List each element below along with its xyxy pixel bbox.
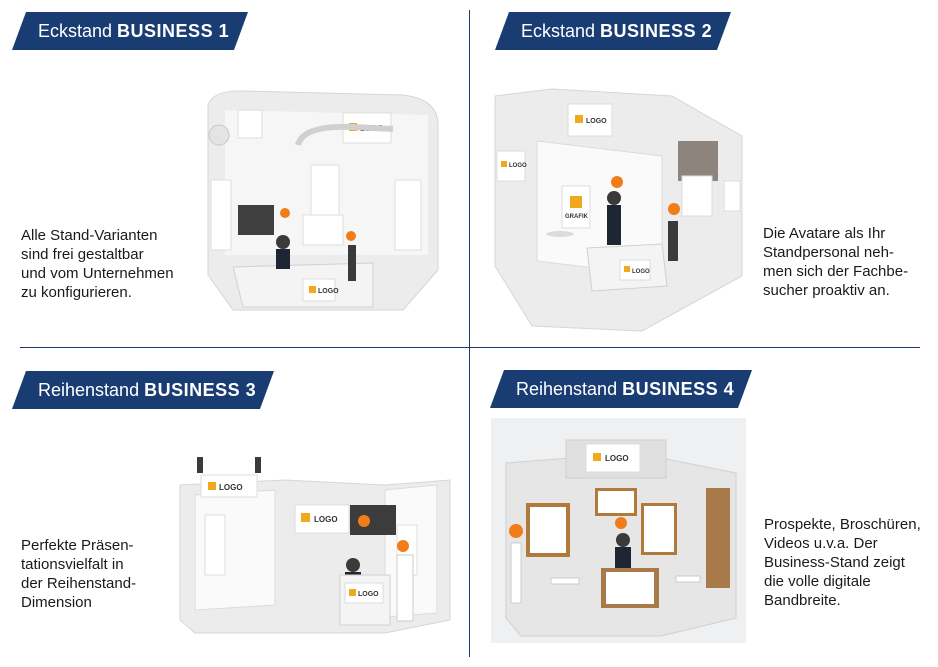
- banner-name: BUSINESS 3: [144, 379, 257, 400]
- booth-image-business-4: LOGO: [491, 418, 746, 643]
- description-line: Prospekte, Broschüren,: [764, 516, 921, 533]
- banner-prefix: Reihenstand: [516, 378, 618, 399]
- description-line: zu konfigurieren.: [21, 284, 132, 301]
- description-business-3: Perfekte Präsen- tationsvielfalt in der …: [21, 536, 136, 612]
- banner-business-2: Eckstand BUSINESS 2: [495, 12, 731, 50]
- banner-prefix: Reihenstand: [38, 379, 140, 400]
- banner-prefix: Eckstand: [521, 20, 596, 41]
- booth-logo-text: LOGO: [318, 288, 339, 295]
- description-line: men sich der Fachbe-: [763, 263, 909, 280]
- booth-logo-text: LOGO: [314, 515, 338, 524]
- booth-image-business-2: LOGO LOGO GRAFIK LOGO: [492, 86, 750, 336]
- banner-name: BUSINESS 4: [622, 378, 735, 399]
- booth-logo-text: LOGO: [605, 454, 629, 463]
- booth-logo-text: LOGO: [219, 483, 243, 492]
- description-line: Bandbreite.: [764, 592, 841, 609]
- description-business-2: Die Avatare als Ihr Standpersonal neh- m…: [763, 224, 908, 300]
- description-business-4: Prospekte, Broschüren, Videos u.v.a. Der…: [764, 515, 921, 610]
- description-line: Perfekte Präsen-: [21, 537, 134, 554]
- booth-logo-text: LOGO: [632, 269, 650, 275]
- booth-logo-text: LOGO: [509, 163, 527, 169]
- description-line: tationsvielfalt in: [21, 556, 124, 573]
- description-line: sucher proaktiv an.: [763, 282, 890, 299]
- booth-grafik-text: GRAFIK: [565, 214, 589, 220]
- description-line: Dimension: [21, 594, 92, 611]
- description-line: Business-Stand zeigt: [764, 554, 905, 571]
- description-line: Standpersonal neh-: [763, 244, 894, 261]
- banner-name: BUSINESS 2: [600, 20, 713, 41]
- banner-business-4: Reihenstand BUSINESS 4: [490, 370, 752, 408]
- booth-image-business-1: LOGO LOGO: [203, 85, 448, 325]
- vertical-divider: [469, 10, 470, 657]
- banner-business-3: Reihenstand BUSINESS 3: [12, 371, 274, 409]
- description-line: der Reihenstand-: [21, 575, 137, 592]
- description-line: Die Avatare als Ihr: [763, 225, 886, 242]
- description-business-1: Alle Stand-Varianten sind frei gestaltba…: [21, 226, 174, 302]
- description-line: sind frei gestaltbar: [21, 246, 144, 263]
- booth-logo-text: LOGO: [586, 118, 607, 125]
- description-line: Videos u.v.a. Der: [764, 535, 878, 552]
- horizontal-divider: [20, 347, 920, 348]
- description-line: die volle digitale: [764, 573, 871, 590]
- booth-logo-text: LOGO: [358, 591, 379, 598]
- banner-business-1: Eckstand BUSINESS 1: [12, 12, 248, 50]
- banner-name: BUSINESS 1: [117, 20, 230, 41]
- booth-image-business-3: LOGO LOGO LOGO: [175, 455, 460, 637]
- description-line: und vom Unternehmen: [21, 265, 174, 282]
- description-line: Alle Stand-Varianten: [21, 227, 158, 244]
- banner-prefix: Eckstand: [38, 20, 113, 41]
